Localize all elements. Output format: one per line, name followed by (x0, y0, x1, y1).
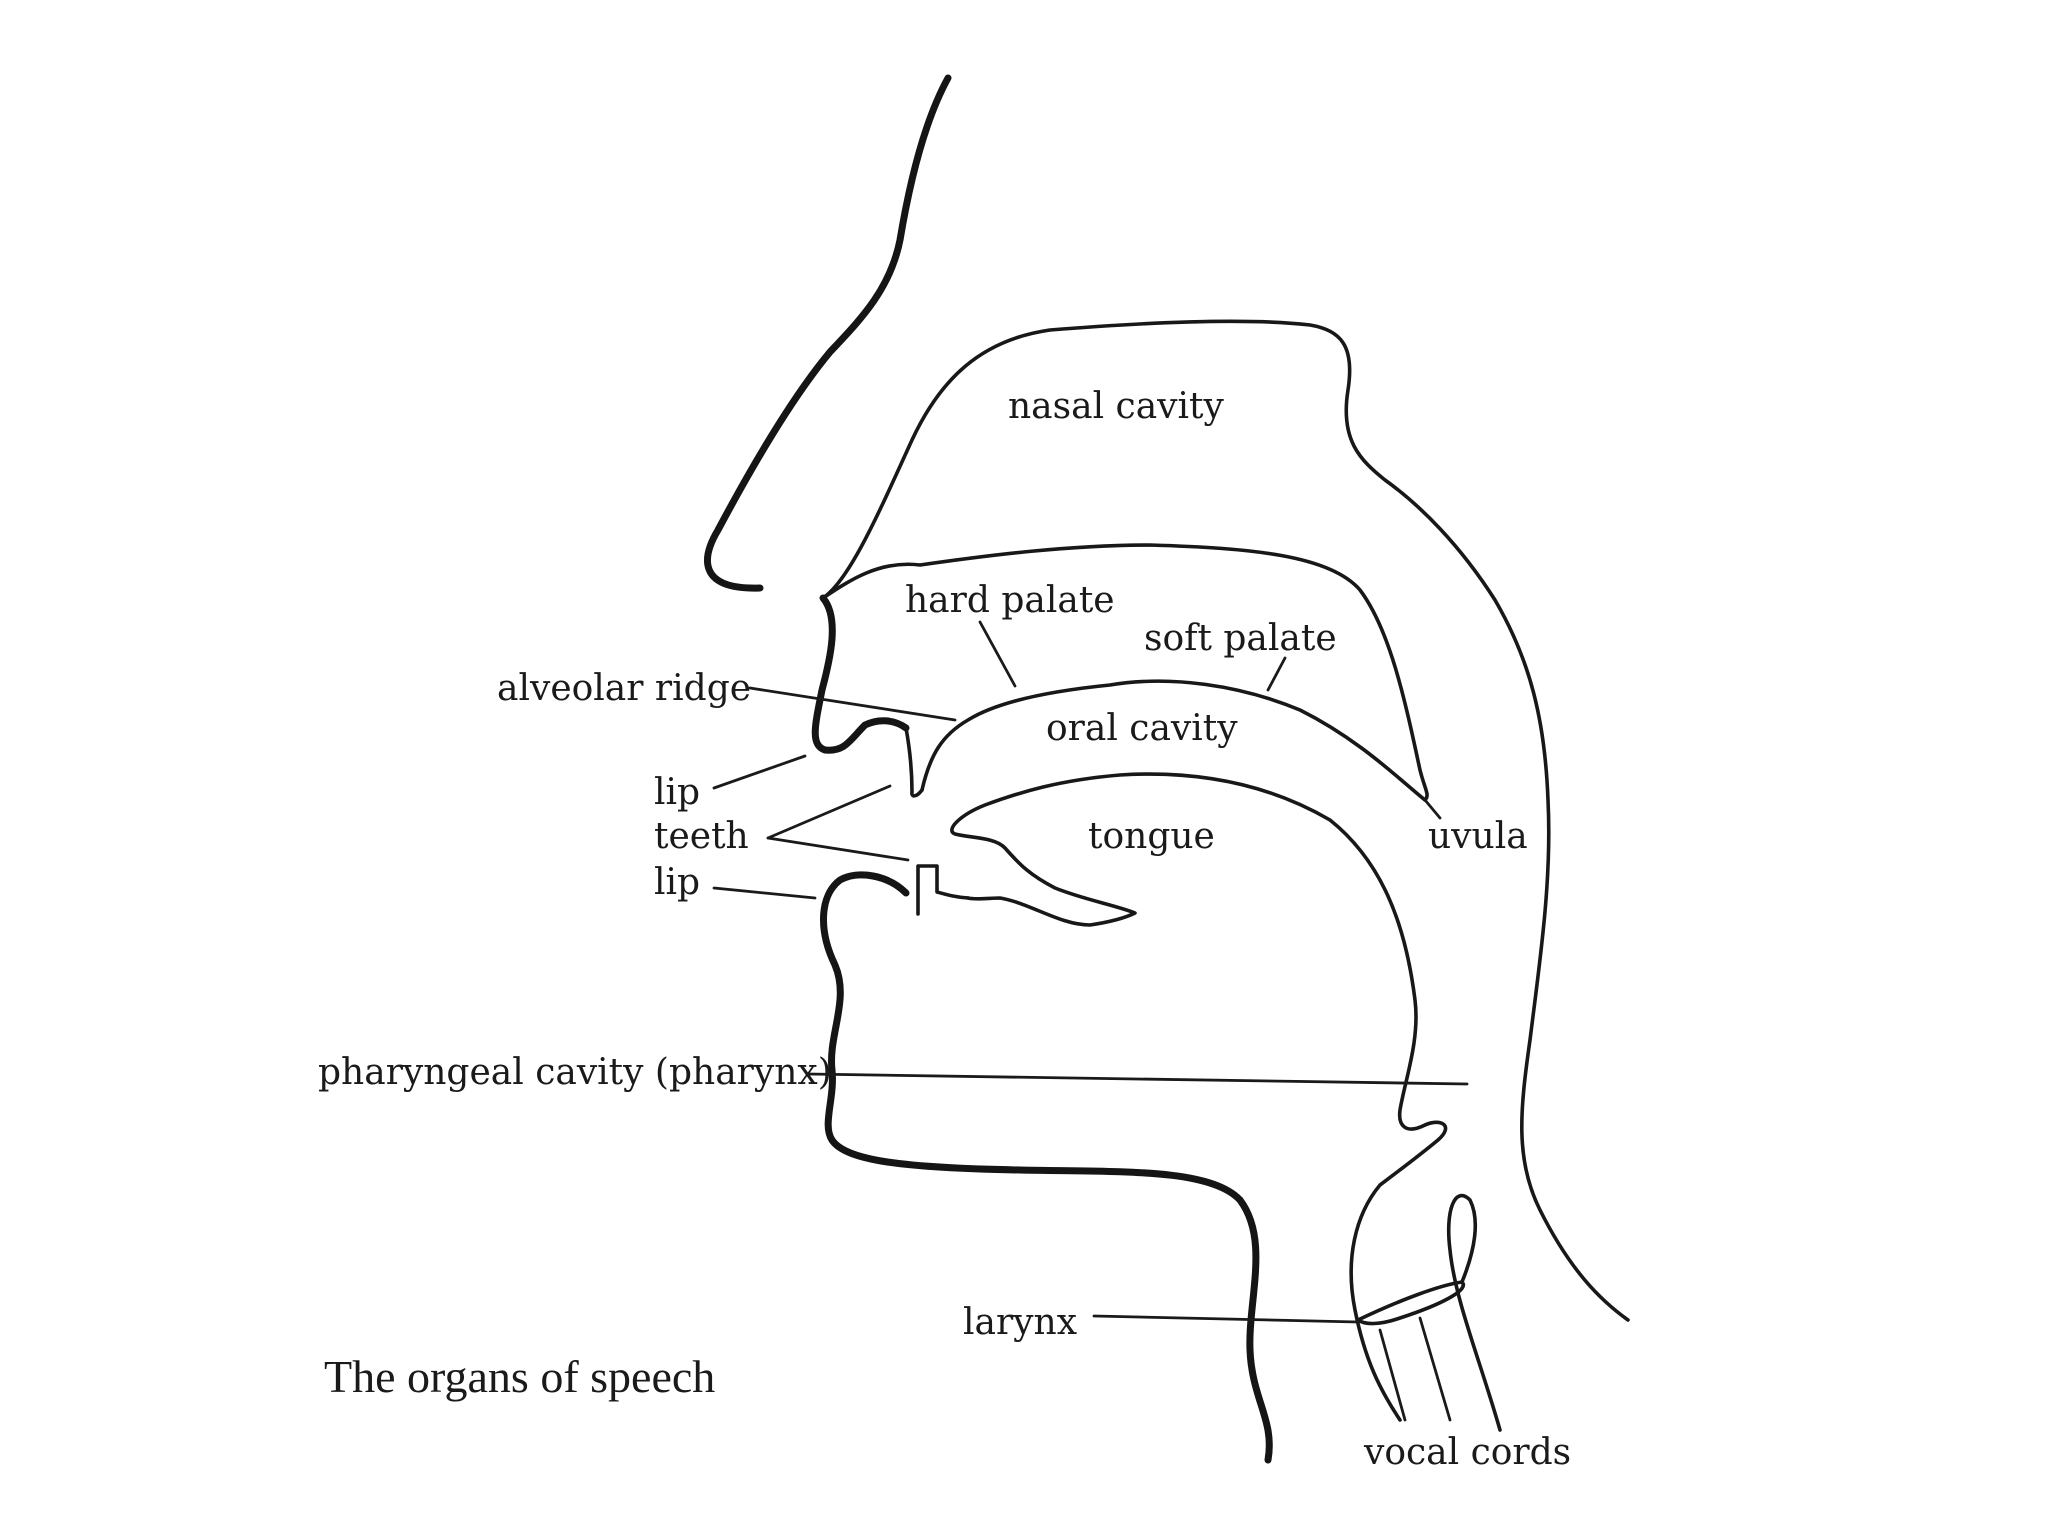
lower-lip-chin-neck-outline (820, 871, 1273, 1464)
figure-caption: The organs of speech (324, 1351, 715, 1402)
hard-palate-leader (978, 620, 1017, 688)
teeth-leader-lower (766, 836, 910, 862)
label-nasal-cavity: nasal cavity (1008, 386, 1224, 427)
tongue-outline (950, 772, 1427, 1131)
epiglottis-outline (1349, 1120, 1448, 1422)
label-teeth: teeth (654, 816, 749, 857)
label-soft-palate: soft palate (1144, 618, 1337, 659)
upper-lip-outline (811, 594, 910, 754)
larynx-leader (1092, 1314, 1360, 1324)
upper-teeth (904, 726, 924, 798)
soft-palate-leader (1266, 656, 1287, 692)
upper-lip-leader (712, 754, 807, 790)
label-lip-lower: lip (654, 862, 700, 903)
label-vocal-cords: vocal cords (1363, 1432, 1571, 1473)
pharynx-leader (806, 1072, 1469, 1086)
uvula-leader (1423, 798, 1442, 820)
alveolar-ridge-leader (748, 686, 957, 722)
label-pharyngeal-cavity: pharyngeal cavity (pharynx) (318, 1052, 832, 1093)
trachea-rear-wall (1446, 1193, 1502, 1432)
label-lip-upper: lip (654, 772, 700, 813)
lower-teeth (916, 864, 970, 916)
nasal-cavity-outline (821, 319, 1630, 1322)
vocal-folds-ellipse (1356, 1280, 1466, 1326)
lower-lip-leader (712, 886, 817, 900)
face-profile-nose (704, 74, 952, 592)
label-uvula: uvula (1428, 816, 1528, 857)
label-oral-cavity: oral cavity (1046, 708, 1238, 749)
label-alveolar-ridge: alveolar ridge (497, 668, 751, 709)
vocal-cords-leader-2 (1418, 1316, 1452, 1422)
label-tongue: tongue (1088, 816, 1215, 857)
label-larynx: larynx (963, 1302, 1077, 1343)
palate-outline (821, 543, 1429, 802)
vocal-cords-leader-1 (1378, 1328, 1407, 1422)
soft-palate-underside (920, 679, 1427, 802)
label-hard-palate: hard palate (905, 580, 1115, 621)
teeth-leader-upper (766, 784, 892, 840)
